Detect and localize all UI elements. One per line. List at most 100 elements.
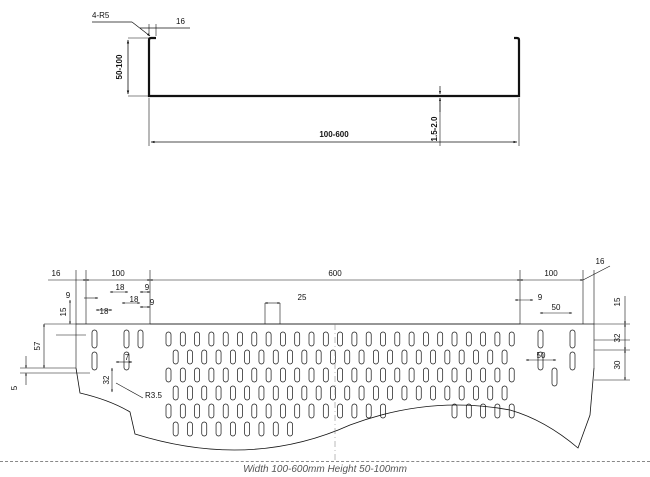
perforation-slot: [430, 385, 436, 401]
perforation-slot: [301, 349, 308, 365]
perforation-slot: [508, 331, 515, 347]
perforation-slot: [230, 349, 236, 365]
perforation-slot: [401, 349, 408, 365]
dim-pitch-9-left: 9: [66, 291, 71, 300]
perforation-slot: [458, 349, 465, 365]
perforation-slot: [569, 329, 576, 349]
perforation-slot: [272, 421, 279, 437]
perforation-slot: [258, 385, 265, 401]
perforation-slot: [237, 367, 243, 383]
perforation-slot: [380, 331, 386, 347]
dim-radius: R3.5: [145, 391, 162, 400]
perforation-slot: [272, 349, 279, 365]
perforation-slot: [465, 331, 472, 347]
perforation-slot: [280, 331, 286, 347]
perforation-slot: [315, 385, 322, 401]
perforation-slot: [365, 331, 372, 347]
perforation-slot: [473, 349, 479, 365]
perforation-slot: [494, 367, 501, 383]
perforation-slot: [337, 403, 343, 419]
perforation-slot: [394, 367, 401, 383]
perforation-slot: [187, 385, 193, 401]
thickness-label: 1.5-2.0: [430, 116, 439, 141]
perforation-slot: [387, 385, 393, 401]
perforation-slot: [351, 331, 358, 347]
perforation-slot: [244, 385, 250, 401]
perforation-slot: [287, 385, 293, 401]
perforation-slot: [344, 349, 351, 365]
dim-edge-right: 16: [596, 257, 605, 266]
perforation-slot: [308, 367, 315, 383]
dim-left-15: 15: [59, 307, 68, 316]
perforation-slot: [423, 367, 429, 383]
perforation-slot: [330, 349, 336, 365]
perforation-slot: [437, 331, 444, 347]
perforation-slot: [308, 403, 315, 419]
perforation-slot: [458, 385, 465, 401]
perforation-slot: [208, 367, 215, 383]
perforation-slot: [322, 331, 329, 347]
perforation-slot: [387, 349, 393, 365]
perforation-slot: [380, 403, 386, 419]
perforation-slot: [251, 367, 258, 383]
dim-pitch-50-top: 50: [552, 303, 561, 312]
perforation-slot: [172, 385, 179, 401]
perforation-slot: [201, 385, 208, 401]
perforation-slot: [569, 351, 576, 371]
perforation-slot: [408, 367, 415, 383]
perforation-slot: [308, 331, 315, 347]
perforation-slot: [179, 331, 186, 347]
perforation-slot: [265, 367, 272, 383]
perforation-slot: [194, 403, 200, 419]
slot-pattern: [91, 329, 576, 437]
dim-middle: 600: [328, 269, 342, 278]
perforation-slot: [487, 349, 494, 365]
perforation-slot: [265, 403, 272, 419]
perforation-slot: [265, 331, 272, 347]
perforation-slot: [473, 385, 479, 401]
perforation-slot: [408, 331, 415, 347]
perforation-slot: [287, 421, 293, 437]
dim-slot-18-b: 18: [100, 307, 109, 316]
perforation-slot: [537, 329, 544, 349]
perforation-slot: [201, 349, 208, 365]
perforation-slot: [451, 403, 458, 419]
perforation-slot: [179, 403, 186, 419]
dim-right-32: 32: [613, 333, 622, 342]
caption: Width 100-600mm Height 50-100mm: [243, 464, 407, 475]
dim-small-9-a: 9: [145, 283, 150, 292]
dim-slot-18-a: 18: [116, 283, 125, 292]
perforation-slot: [215, 349, 222, 365]
perforation-slot: [187, 421, 193, 437]
perforation-slot: [258, 349, 265, 365]
caption-divider: [0, 461, 650, 462]
dim-right-15: 15: [613, 297, 622, 306]
perforation-slot: [165, 367, 172, 383]
dim-gap-7: 7: [125, 353, 130, 362]
perforation-slot: [179, 367, 186, 383]
perforation-slot: [451, 331, 458, 347]
perforation-slot: [91, 329, 98, 349]
perforation-slot: [215, 385, 222, 401]
perforation-slot: [244, 349, 250, 365]
perforation-slot: [401, 385, 408, 401]
perforation-slot: [344, 385, 351, 401]
perforation-slot: [123, 351, 130, 371]
perforation-slot: [244, 421, 250, 437]
perforation-slot: [222, 331, 229, 347]
perforation-slot: [194, 331, 200, 347]
perforation-slot: [123, 329, 130, 349]
dim-left-57: 57: [33, 341, 42, 350]
perforation-slot: [494, 403, 501, 419]
perforation-slot: [480, 367, 486, 383]
dim-left-5: 5: [10, 385, 19, 390]
perforation-slot: [294, 367, 301, 383]
perforation-slot: [322, 403, 329, 419]
dim-edge-left: 16: [52, 269, 61, 278]
dim-slot-25: 25: [298, 293, 307, 302]
perforation-slot: [165, 403, 172, 419]
perforation-slot: [301, 385, 308, 401]
height-label: 50-100: [115, 54, 124, 79]
flange-label: 16: [176, 17, 185, 26]
dim-side-left: 100: [111, 269, 125, 278]
